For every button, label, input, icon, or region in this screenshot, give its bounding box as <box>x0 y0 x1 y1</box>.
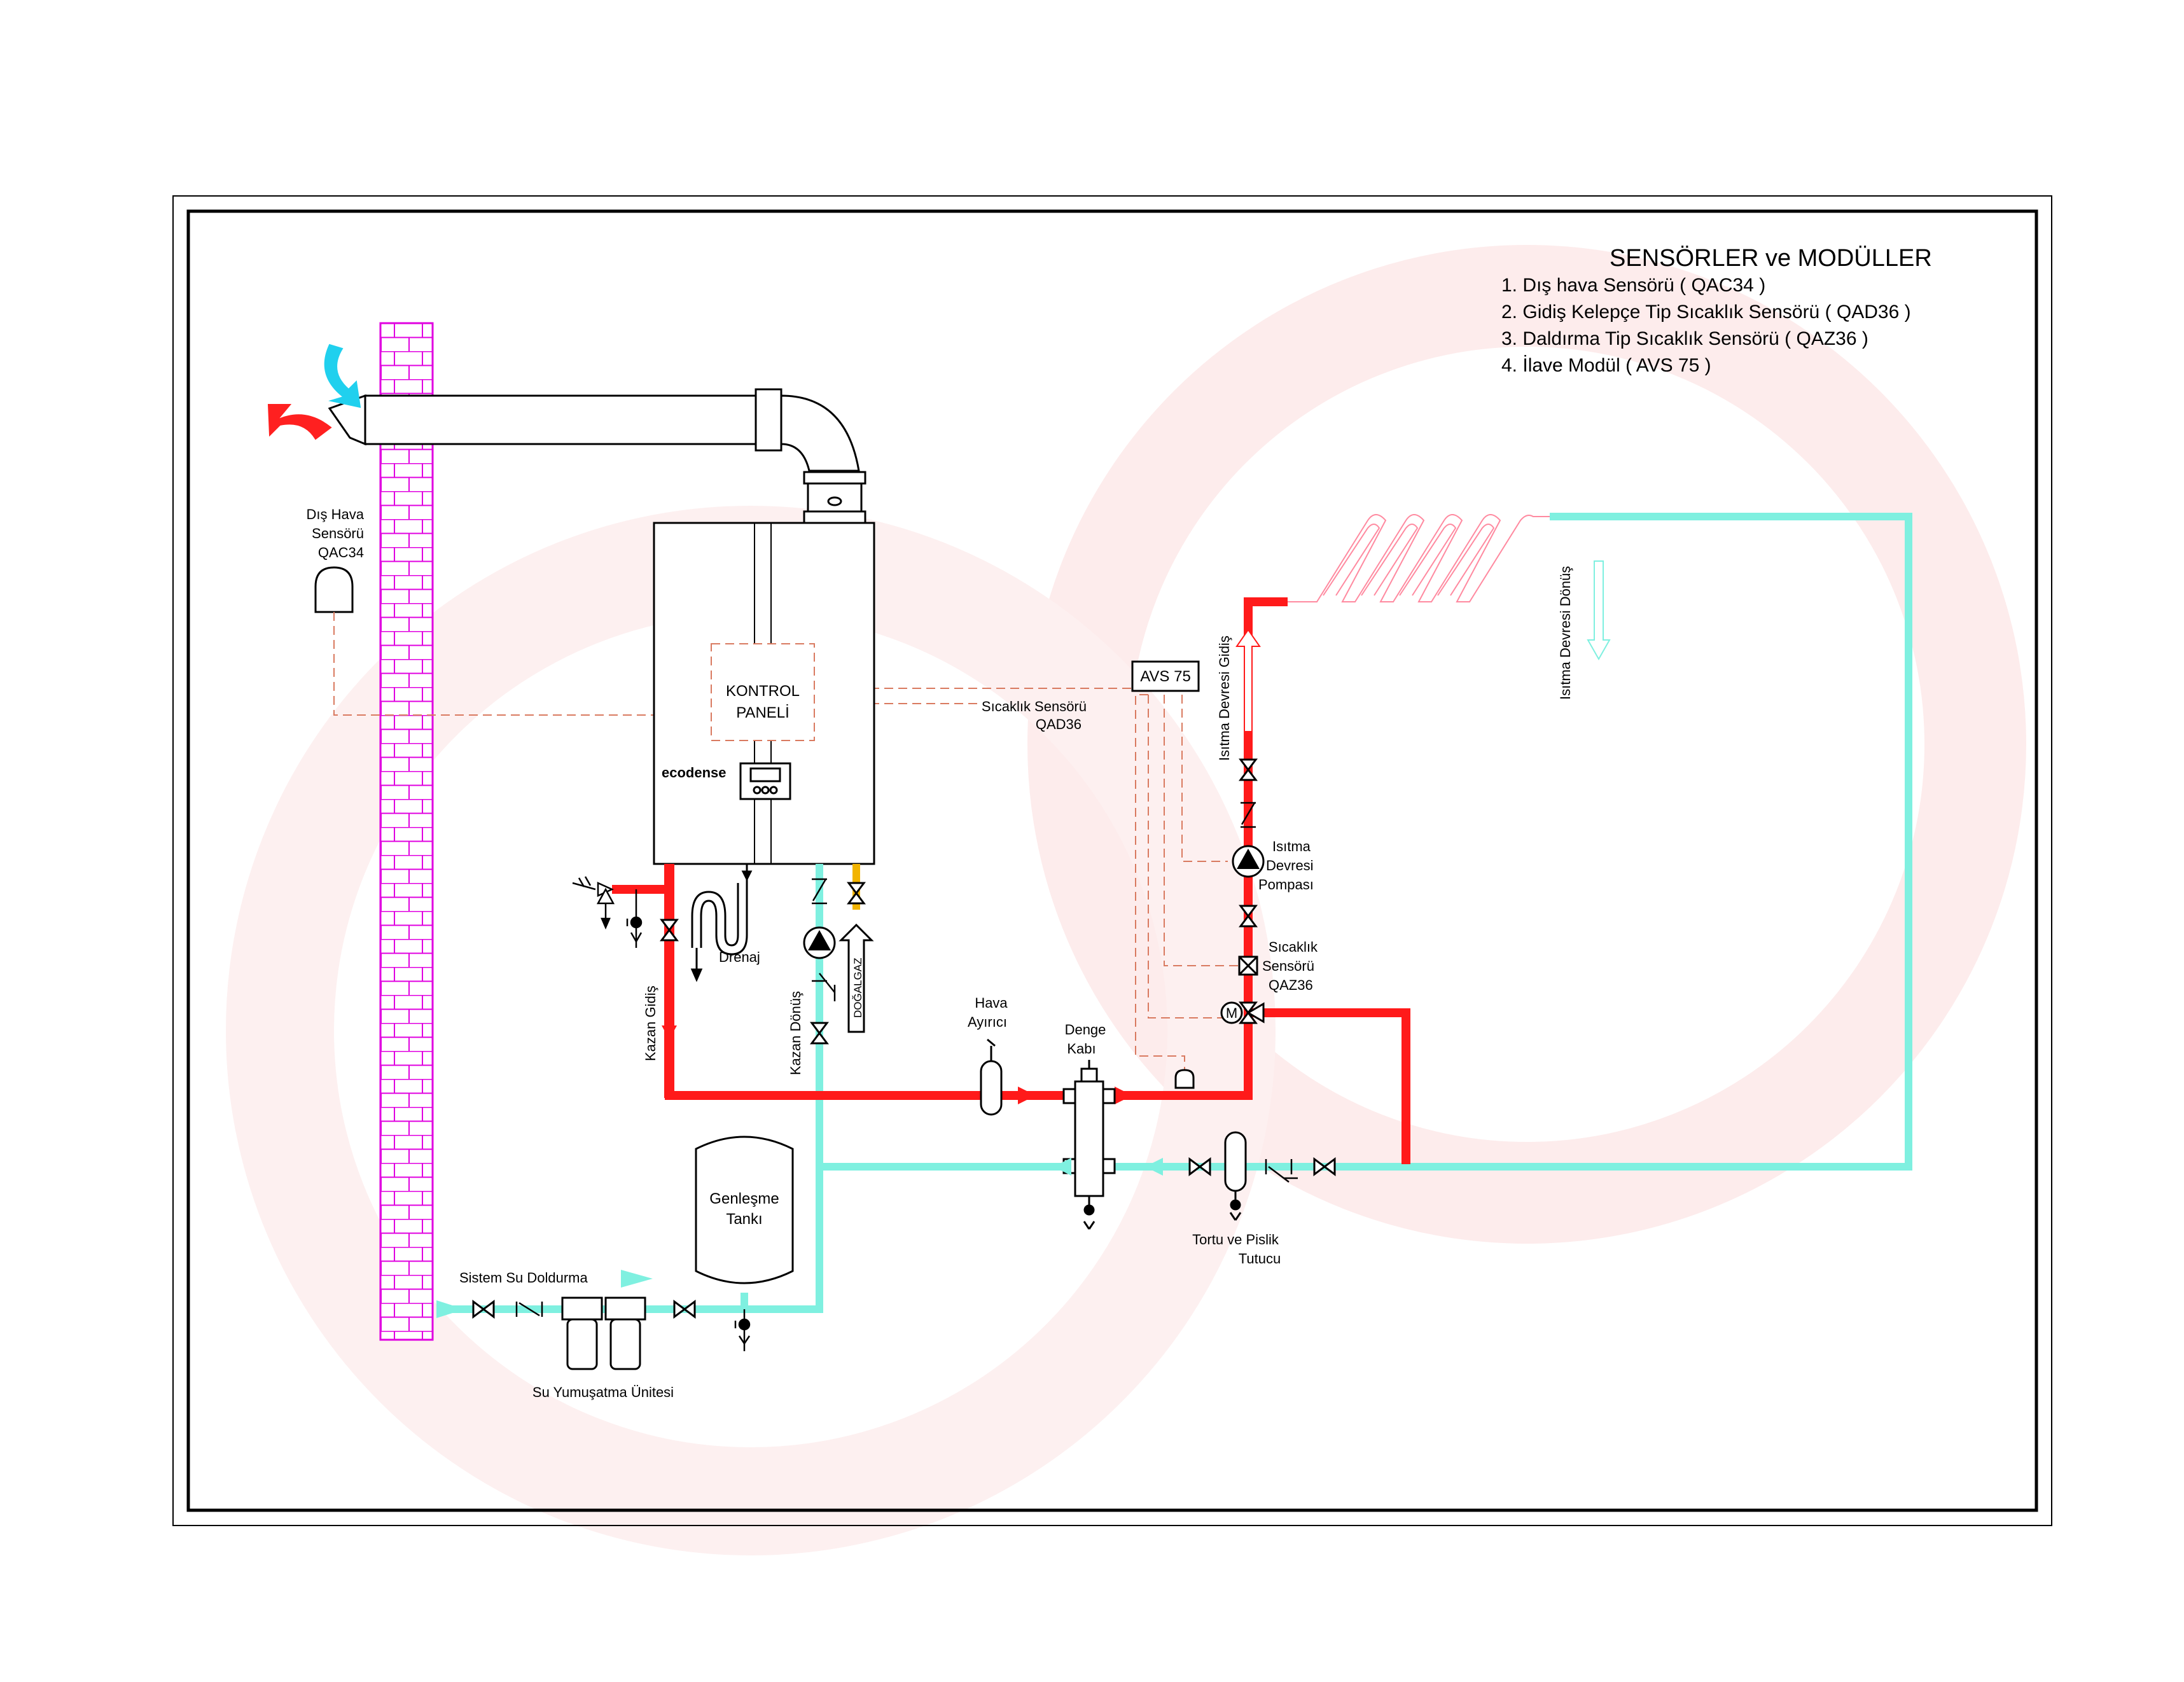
exhaust-arrow-icon <box>267 404 332 440</box>
control-panel-label-1: KONTROL <box>726 683 800 700</box>
qad36-label-1: Sıcaklık Sensörü <box>982 699 1087 714</box>
qaz36-label-3: QAZ36 <box>1269 977 1313 993</box>
return-valve[interactable] <box>810 1022 828 1045</box>
safety-valve-icon <box>572 876 615 930</box>
balance-tank-label-1: Denge <box>1065 1022 1106 1038</box>
outdoor-sensor-label-1: Dış Hava <box>307 506 365 522</box>
legend-item-1: 1. Dış hava Sensörü ( QAC34 ) <box>1501 275 1765 296</box>
return-strainer-2-icon <box>1265 1159 1298 1183</box>
fill-valve-2[interactable] <box>673 1300 696 1318</box>
immersion-sensor-icon <box>1238 956 1258 976</box>
inner-frame <box>186 209 2038 1512</box>
supply-valve-1[interactable] <box>660 919 678 942</box>
heating-pump-label-3: Pompası <box>1258 877 1314 893</box>
supply-pipes <box>665 597 1410 1164</box>
water-softener-icon <box>561 1296 646 1370</box>
legend: SENSÖRLER ve MODÜLLER 1. Dış hava Sensör… <box>1501 245 1932 376</box>
boiler-pump-icon <box>803 926 836 959</box>
legend-item-2: 2. Gidiş Kelepçe Tip Sıcaklık Sensörü ( … <box>1501 302 1911 323</box>
dirt-separator-label-2: Tutucu <box>1239 1251 1281 1267</box>
floor-heating-coil-inner <box>1323 524 1495 596</box>
legend-title: SENSÖRLER ve MODÜLLER <box>1610 245 1932 272</box>
outdoor-sensor-label-2: Sensörü <box>312 525 364 541</box>
supply-flow-arrow-2-icon <box>1018 1087 1036 1104</box>
heating-return-arrow-icon <box>1587 560 1611 661</box>
fill-inlet-arrow-icon <box>436 1300 464 1318</box>
expansion-tank-label-1: Genleşme <box>709 1190 779 1207</box>
balance-tank-icon <box>1062 1060 1116 1230</box>
fill-check-valve-icon <box>515 1302 543 1317</box>
check-valve-icon <box>1241 802 1256 828</box>
drain-tap-icon <box>626 889 643 948</box>
system-fill-arrow-icon <box>621 1270 653 1288</box>
avs75-module <box>1131 660 1200 692</box>
qaz36-label-1: Sıcaklık <box>1269 939 1318 955</box>
drain-siphon-icon <box>690 864 753 982</box>
air-separator-icon <box>980 1038 1003 1116</box>
flue-pipe <box>364 388 866 524</box>
fill-tap-icon <box>734 1309 751 1351</box>
boiler-return-label: Kazan Dönüş <box>788 991 803 1075</box>
floor-heating-coil <box>1288 514 1550 602</box>
mixing-valve-label: M <box>1226 1005 1237 1021</box>
heating-supply-valve-top[interactable] <box>1239 758 1257 781</box>
legend-item-3: 3. Daldırma Tip Sıcaklık Sensörü ( QAZ36… <box>1501 328 1868 349</box>
return-flow-arrow-icon <box>1054 1158 1071 1176</box>
boiler-display-icon <box>739 762 791 800</box>
watermark-logo <box>226 245 2026 1555</box>
heating-return-label: Isıtma Devresi Dönüş <box>1557 566 1573 700</box>
boiler-supply-label: Kazan Gidiş <box>643 985 658 1061</box>
balance-tank-label-2: Kabı <box>1067 1041 1095 1057</box>
return-check-valve-icon <box>812 878 827 905</box>
expansion-tank-label-2: Tankı <box>726 1211 762 1228</box>
natural-gas-label: DOĞALGAZ <box>852 958 864 1018</box>
heating-pump-icon <box>1232 845 1265 878</box>
mixing-valve-icon: M <box>1220 1001 1265 1024</box>
control-panel-label-2: PANELİ <box>736 704 789 721</box>
air-separator-label-2: Ayırıcı <box>968 1014 1007 1030</box>
heating-pump-label-1: Isıtma <box>1272 838 1311 854</box>
gas-inlet-arrow-icon <box>838 923 874 1033</box>
heating-supply-arrow-icon <box>1235 629 1261 732</box>
softener-label: Su Yumuşatma Ünitesi <box>532 1384 674 1400</box>
outdoor-sensor-icon <box>314 566 354 613</box>
dirt-separator-label-1: Tortu ve Pislik <box>1192 1232 1279 1248</box>
intake-arrow-icon <box>324 344 361 408</box>
control-panel <box>711 643 815 741</box>
supply-flow-arrow-icon <box>662 1025 677 1039</box>
air-separator-label-1: Hava <box>975 995 1008 1011</box>
chimney-wall <box>379 322 434 1341</box>
drain-label: Drenaj <box>719 949 760 965</box>
return-strainer-icon <box>812 973 836 1001</box>
dirt-separator-icon <box>1224 1131 1247 1221</box>
return-flow-arrow-2-icon <box>1145 1158 1163 1176</box>
qad36-sensor-icon <box>1174 1069 1195 1089</box>
heating-supply-label: Isıtma Devresi Gidiş <box>1216 636 1232 761</box>
fill-valve-1[interactable] <box>472 1300 495 1318</box>
gas-valve[interactable] <box>847 882 865 905</box>
signal-wires <box>333 612 1241 1071</box>
outdoor-sensor-label-3: QAC34 <box>318 545 364 560</box>
legend-item-4: 4. İlave Modül ( AVS 75 ) <box>1501 355 1711 376</box>
brand-logo: ecodense <box>662 765 727 781</box>
heating-pump-label-2: Devresi <box>1266 858 1314 873</box>
supply-flow-arrow-3-icon <box>1115 1087 1132 1104</box>
qad36-label-2: QAD36 <box>1036 716 1082 732</box>
outer-frame <box>172 195 2052 1526</box>
avs75-label: AVS 75 <box>1140 668 1191 685</box>
system-fill-label: Sistem Su Doldurma <box>459 1270 588 1286</box>
expansion-tank-icon <box>695 1136 794 1284</box>
qaz36-label-2: Sensörü <box>1262 958 1314 974</box>
